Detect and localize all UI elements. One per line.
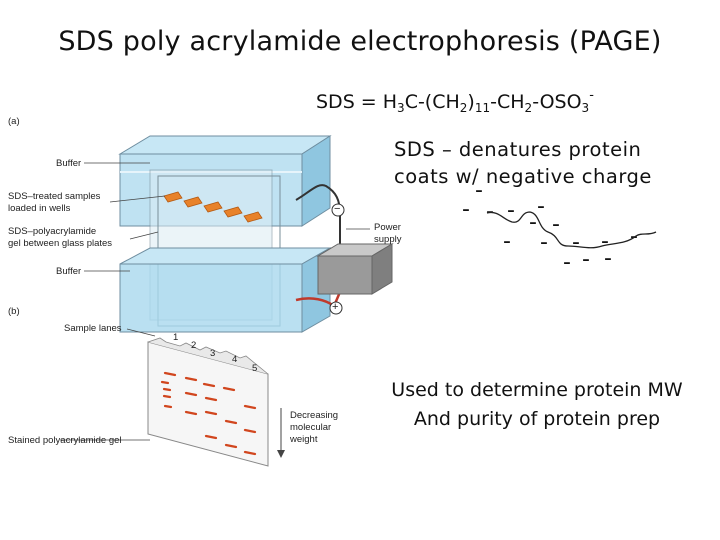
samples-label-2: loaded in wells — [8, 203, 71, 214]
sds-formula: SDS = H3C-(CH2)11-CH2-OSO3- — [316, 88, 594, 115]
mw-label-2: molecular — [290, 422, 332, 433]
lane-number: 4 — [232, 354, 237, 365]
note-purity: And purity of protein prep — [413, 408, 661, 430]
buffer-bottom-label: Buffer — [56, 266, 82, 277]
formula-sub: 2 — [524, 101, 533, 115]
lower-buffer-chamber — [119, 247, 332, 333]
usage-notes: Used to determine protein MW And purity … — [362, 376, 712, 434]
sample-lanes-label: Sample lanes — [64, 323, 122, 334]
gel-bands — [160, 371, 257, 456]
charge-dash: - — [503, 229, 511, 254]
stained-gel-label: Stained polyacrylamide gel — [8, 435, 122, 446]
formula-part: SDS = H — [316, 91, 398, 113]
formula-sub: 3 — [397, 101, 405, 115]
power-label-1: Power — [374, 222, 401, 233]
power-label-2: supply — [374, 234, 402, 245]
charge-dash: - — [462, 197, 470, 222]
note-mw: Used to determine protein MW — [391, 379, 683, 401]
sample-wells — [163, 191, 263, 223]
formula-part: ) — [467, 91, 475, 113]
charge-dash: - — [572, 230, 580, 255]
formula-part: C-(CH — [404, 91, 460, 113]
power-supply-box — [316, 243, 394, 295]
formula-part: -CH — [490, 91, 525, 113]
formula-part: -OSO — [532, 91, 582, 113]
charge-dash: - — [537, 194, 545, 219]
charge-dash: - — [582, 247, 590, 272]
leader-lines — [60, 162, 370, 441]
plus-terminal — [329, 301, 343, 315]
panel-b-label: (b) — [8, 306, 20, 317]
charge-dash: - — [540, 230, 548, 255]
charge-dash: - — [475, 178, 483, 203]
protein-chain — [486, 211, 657, 249]
note-denatures: SDS – denatures protein — [394, 138, 642, 161]
mw-label-3: weight — [290, 434, 318, 445]
lane-number: 3 — [210, 348, 215, 359]
charge-dash: - — [601, 229, 609, 254]
lane-number: 5 — [252, 363, 257, 374]
plus-terminal-sign: + — [332, 301, 339, 313]
samples-label-1: SDS–treated samples — [8, 191, 101, 202]
charge-dash: - — [486, 199, 494, 224]
slide-title: SDS poly acrylamide electrophoresis (PAG… — [58, 26, 662, 57]
mw-label-1: Decreasing — [290, 410, 339, 421]
formula-sub: 2 — [459, 101, 468, 115]
mw-arrow — [277, 408, 285, 458]
stained-gel — [147, 337, 269, 467]
charge-dash: - — [529, 210, 537, 235]
charge-dash: - — [630, 224, 638, 249]
formula-sub: 3 — [581, 101, 590, 115]
lane-number-labels: 1 2 3 4 5 — [173, 332, 257, 374]
lane-number: 2 — [191, 340, 196, 351]
panel-a-label: (a) — [8, 116, 20, 127]
buffer-top-label: Buffer — [56, 158, 82, 169]
charge-dash: - — [507, 198, 515, 223]
formula-sub: 11 — [474, 101, 491, 115]
gel-label-1: SDS–polyacrylamide — [8, 226, 97, 237]
sds-notes: SDS – denatures protein coats w/ negativ… — [394, 136, 652, 190]
charge-dash: - — [604, 246, 612, 271]
formula-sup: - — [589, 88, 594, 103]
minus-terminal-sign: − — [334, 203, 341, 215]
charge-dash: - — [552, 212, 560, 237]
charge-dash: - — [563, 250, 571, 275]
note-coats: coats w/ negative charge — [394, 165, 652, 188]
minus-terminal — [331, 203, 345, 217]
lane-number: 1 — [173, 332, 178, 343]
gel-label-2: gel between glass plates — [8, 238, 113, 249]
